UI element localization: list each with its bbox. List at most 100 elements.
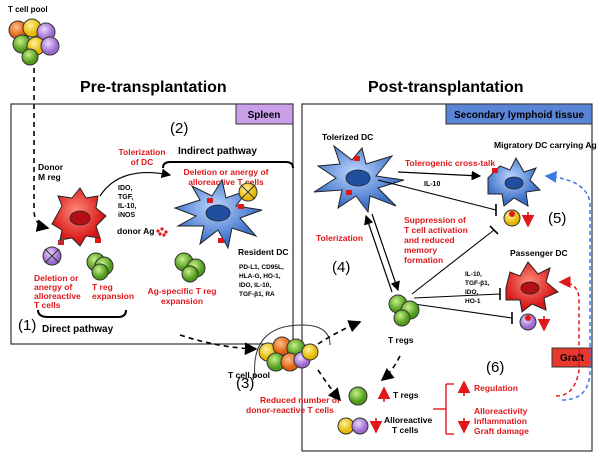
dc-to-treg-arrow bbox=[371, 213, 400, 292]
resident-dc-marker-3 bbox=[218, 238, 224, 243]
resident-dc-mol-3: IDO, IL-10, bbox=[239, 282, 271, 289]
migratory-dc-marker bbox=[492, 168, 498, 173]
passenger-dc-nucleus bbox=[520, 281, 540, 295]
graft-tag bbox=[551, 347, 593, 368]
alloreactive-1: Alloreactive bbox=[384, 415, 432, 425]
deletion-direct-3: alloreactive bbox=[34, 291, 81, 301]
treg-mol-3: IDO, bbox=[465, 289, 479, 296]
outcome-3: Graft damage bbox=[474, 426, 529, 436]
tolerized-dc-label: Tolerized DC bbox=[322, 132, 373, 142]
donor-mreg-2: M reg bbox=[38, 172, 61, 182]
tregs-to-graft-arrow bbox=[380, 355, 401, 381]
spleen-box bbox=[10, 103, 294, 345]
mreg-to-dc-arrow bbox=[99, 168, 172, 197]
treg-mol-1: IL-10, bbox=[465, 271, 482, 278]
resident-dc-mol-2: HLA-G, HO-1, bbox=[239, 273, 281, 280]
suppression-5: formation bbox=[404, 255, 443, 265]
tolerized-dc-marker-1 bbox=[354, 156, 360, 161]
resident-dc-nucleus bbox=[205, 204, 231, 222]
suppression-1: Suppression of bbox=[404, 215, 466, 225]
passenger-tcell bbox=[519, 313, 537, 331]
il10-label: IL-10 bbox=[424, 181, 440, 188]
slt-label: Secondary lymphoid tissue bbox=[454, 110, 584, 121]
passenger-tcell-marker bbox=[525, 315, 531, 321]
mreg-cytokine-2: TGF, bbox=[118, 194, 133, 201]
step-1: (1) bbox=[18, 317, 36, 334]
graft-label: Graft bbox=[560, 353, 585, 364]
tolerized-dc-marker-2 bbox=[346, 190, 352, 195]
alloreactive-2: T cells bbox=[392, 425, 419, 435]
spleen-to-pool-arrow bbox=[179, 334, 258, 356]
migratory-tcell bbox=[503, 209, 521, 227]
tregs-label: T regs bbox=[388, 335, 414, 345]
tolerization-of-dc-1: Tolerization bbox=[118, 147, 165, 157]
passenger-dc-label: Passenger DC bbox=[510, 248, 568, 258]
step-2: (2) bbox=[170, 120, 188, 137]
ag-specific-2: expansion bbox=[161, 296, 203, 306]
indirect-pathway-label: Indirect pathway bbox=[178, 146, 257, 157]
indirect-bracket bbox=[162, 161, 294, 169]
treg-expansion-2: expansion bbox=[92, 291, 134, 301]
inhibit-line-2 bbox=[411, 229, 495, 295]
treg-mol-2: TGF-β1, bbox=[465, 280, 490, 287]
suppression-2: T cell activation bbox=[404, 225, 468, 235]
treg-expansion-1: T reg bbox=[92, 282, 113, 292]
tolerized-dc-nucleus bbox=[345, 169, 371, 187]
graft-allo-cell-2 bbox=[351, 417, 369, 435]
tolerization-label: Tolerization bbox=[316, 233, 363, 243]
suppression-4: memory bbox=[404, 245, 437, 255]
deletion-indirect-2: alloreactive T cells bbox=[188, 177, 264, 187]
graft-to-passenger-arrow bbox=[555, 276, 580, 397]
outcome-1: Alloreactivity bbox=[474, 406, 528, 416]
regulation-label: Regulation bbox=[474, 383, 518, 393]
graft-treg-cell bbox=[348, 386, 368, 406]
inhibit-line-1 bbox=[377, 179, 497, 211]
graft-tregs-label: T regs bbox=[393, 390, 419, 400]
resident-dc-marker-1 bbox=[207, 198, 213, 203]
deletion-direct-1: Deletion or bbox=[34, 273, 79, 283]
step-6: (6) bbox=[486, 359, 504, 376]
inhibit-line-3 bbox=[413, 293, 501, 299]
step-5: (5) bbox=[548, 210, 566, 227]
reduced-2: donor-reactive T cells bbox=[246, 405, 334, 415]
treg-mol-4: HO-1 bbox=[465, 298, 481, 305]
crosstalk-arrow bbox=[397, 170, 482, 181]
treg-expansion-cells bbox=[86, 252, 114, 281]
pool-center-label: T cell pool bbox=[228, 370, 270, 380]
spleen-label: Spleen bbox=[248, 110, 281, 121]
spleen-tag bbox=[235, 103, 294, 125]
tregs-cluster bbox=[388, 294, 420, 327]
tolerogenic-crosstalk: Tolerogenic cross-talk bbox=[405, 158, 495, 168]
reduced-1: Reduced number of bbox=[260, 395, 340, 405]
slt-tag bbox=[445, 103, 593, 125]
pool-to-slt-arrow bbox=[317, 320, 362, 345]
post-title: Post-transplantation bbox=[368, 79, 524, 96]
tcell-pool-top bbox=[8, 18, 60, 66]
donor-mreg-1: Donor bbox=[38, 162, 64, 172]
tcell-pool-center bbox=[258, 336, 319, 372]
migratory-dc-nucleus bbox=[504, 176, 524, 190]
deletion-direct-4: T cells bbox=[34, 300, 61, 310]
deletion-direct-2: anergy of bbox=[34, 282, 72, 292]
step-3: (3) bbox=[236, 375, 254, 392]
graft-to-migratory-arrow bbox=[544, 170, 591, 401]
donor-ag-dots bbox=[156, 227, 168, 237]
resident-dc-label: Resident DC bbox=[238, 247, 289, 257]
ag-specific-1: Ag-specific T reg bbox=[148, 286, 217, 296]
direct-bracket bbox=[37, 309, 127, 318]
migratory-tcell-marker bbox=[509, 211, 515, 217]
tolerization-of-dc-2: of DC bbox=[131, 157, 154, 167]
treg-to-dc-arrow bbox=[364, 214, 393, 293]
step-4: (4) bbox=[332, 259, 350, 276]
pool-to-graft-arrow bbox=[317, 369, 342, 402]
ag-specific-treg-cells bbox=[174, 252, 206, 283]
pool-to-direct-arrow bbox=[33, 68, 50, 232]
suppression-3: and reduced bbox=[404, 235, 455, 245]
donor-ag-label: donor Ag bbox=[117, 226, 154, 236]
mreg-cytokine-4: iNOS bbox=[118, 212, 135, 219]
mreg-nucleus bbox=[69, 210, 91, 226]
resident-dc-mol-1: PD-L1, CD95L, bbox=[239, 264, 284, 271]
pre-title: Pre-transplantation bbox=[80, 79, 227, 96]
pool-top-label: T cell pool bbox=[8, 5, 48, 14]
